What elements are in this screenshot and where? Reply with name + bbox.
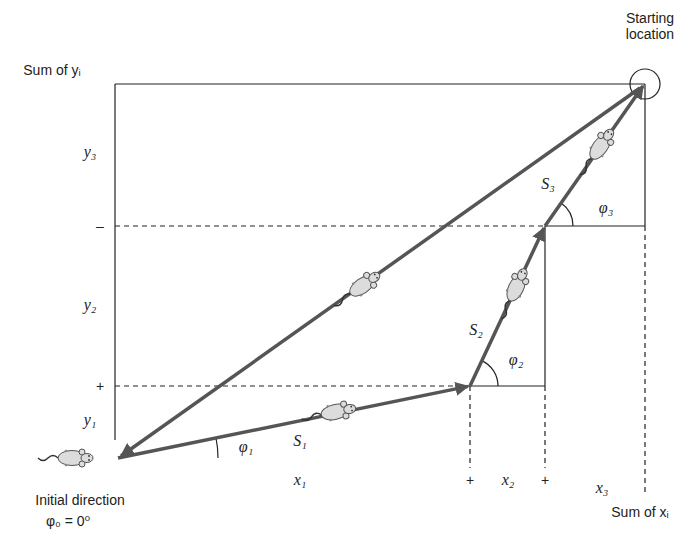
guide-line bbox=[644, 226, 645, 496]
start-circle bbox=[630, 69, 660, 99]
angle-label: φ₃ bbox=[597, 200, 615, 216]
guide-line bbox=[115, 385, 470, 386]
mouse-figure bbox=[573, 125, 619, 180]
component-line bbox=[545, 225, 645, 226]
angle-arc bbox=[216, 438, 218, 458]
mouse-figure bbox=[493, 265, 533, 322]
angle-label: φ₀ = 0⁰ bbox=[44, 513, 92, 529]
sum-label: Sum of xᵢ bbox=[609, 504, 670, 520]
component-line bbox=[470, 385, 545, 386]
sign-label: + bbox=[94, 378, 106, 394]
sign-label: + bbox=[464, 472, 476, 488]
homing-vector bbox=[121, 88, 640, 456]
guide-line bbox=[544, 386, 545, 468]
path-segment bbox=[470, 228, 544, 386]
component-label: y₂ bbox=[82, 297, 99, 313]
component-label: y₃ bbox=[82, 144, 99, 160]
component-label: x₃ bbox=[594, 480, 611, 496]
location-label: Starting location bbox=[616, 10, 684, 42]
guide-line bbox=[469, 386, 470, 468]
segment-label: S₃ bbox=[539, 176, 557, 192]
angle-label: φ₁ bbox=[237, 439, 255, 455]
mouse-figure bbox=[38, 449, 93, 467]
sum-label: Sum of yᵢ bbox=[21, 62, 82, 78]
segment-label: S₁ bbox=[291, 433, 309, 449]
component-label: y₁ bbox=[82, 412, 99, 428]
guide-line bbox=[115, 225, 545, 226]
frame-line bbox=[115, 83, 645, 84]
angle-arc bbox=[561, 203, 573, 226]
component-label: x₁ bbox=[292, 472, 309, 488]
sign-label: – bbox=[94, 218, 106, 234]
caption-label: Initial direction bbox=[33, 492, 127, 508]
path-segment bbox=[545, 86, 643, 226]
mouse-figure bbox=[300, 399, 357, 428]
segment-label: S₂ bbox=[467, 322, 485, 338]
mouse-figure bbox=[329, 267, 384, 313]
sign-label: + bbox=[539, 472, 551, 488]
component-line bbox=[544, 226, 545, 386]
angle-arc bbox=[482, 361, 498, 386]
angle-label: φ₂ bbox=[507, 352, 525, 368]
frame-line bbox=[644, 84, 645, 226]
component-label: x₂ bbox=[500, 472, 517, 488]
